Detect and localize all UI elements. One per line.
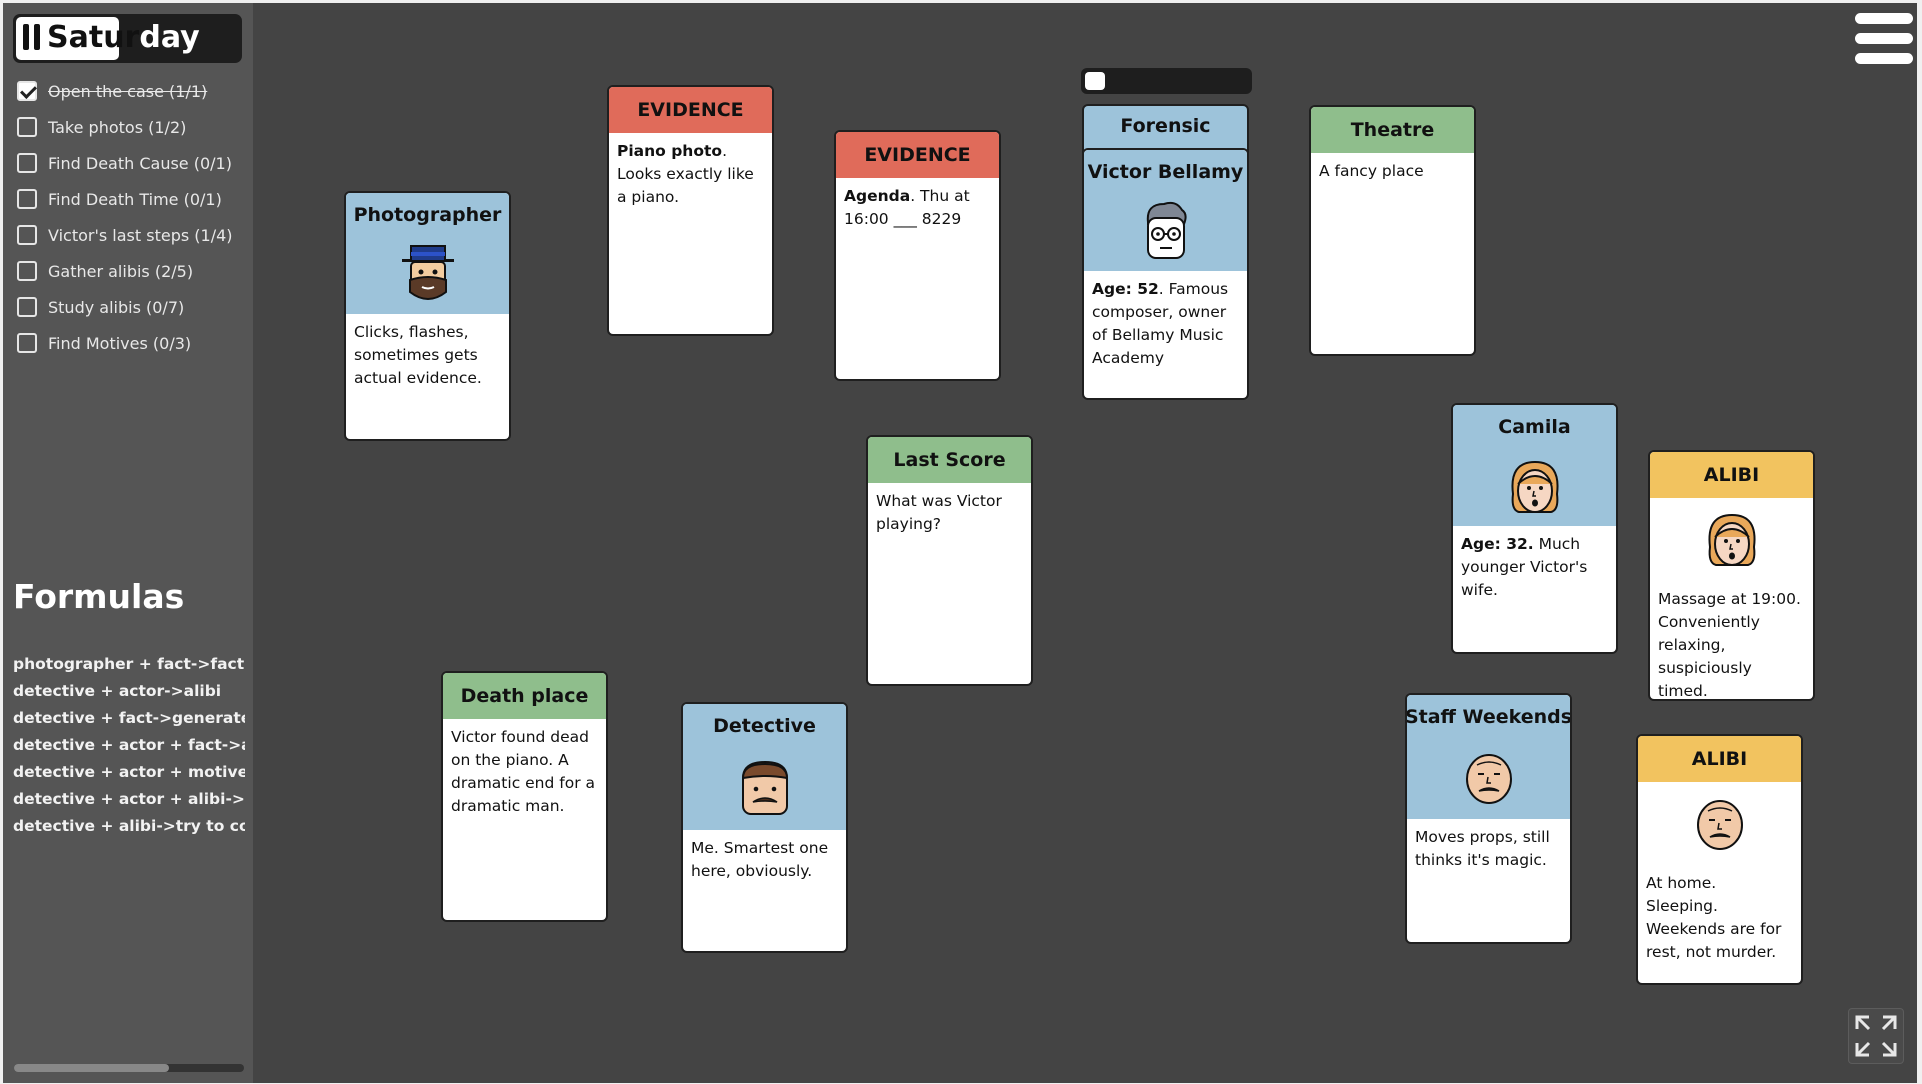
task-item[interactable]: Study alibis (0/7) [17, 289, 233, 325]
card-title: Staff Weekends [1407, 695, 1570, 739]
checkbox-icon[interactable] [17, 261, 37, 281]
card-detective[interactable]: Detective Me. Smartest one here, obvious… [681, 702, 848, 953]
checkbox-checked-icon[interactable] [17, 81, 37, 101]
victor-icon [1084, 194, 1247, 271]
task-item[interactable]: Find Death Cause (0/1) [17, 145, 233, 181]
checkbox-icon[interactable] [17, 333, 37, 353]
card-text: Piano photo. Looks exactly like a piano. [617, 142, 754, 206]
menu-icon[interactable] [1855, 13, 1915, 69]
day-progress-fill [16, 17, 119, 60]
task-label: Victor's last steps (1/4) [48, 225, 233, 245]
task-item[interactable]: Open the case (1/1) [17, 73, 233, 109]
formulas-title: Formulas [13, 577, 185, 616]
card-title: ALIBI [1650, 452, 1813, 498]
card-title: Last Score [868, 437, 1031, 483]
detective-icon [683, 748, 846, 830]
card-evidence-piano[interactable]: EVIDENCE Piano photo. Looks exactly like… [607, 85, 774, 336]
card-text: Agenda. Thu at 16:00 ___ 8229 [844, 187, 970, 228]
card-title: Death place [443, 673, 606, 719]
card-title: EVIDENCE [609, 87, 772, 133]
task-item[interactable]: Gather alibis (2/5) [17, 253, 233, 289]
card-death-place[interactable]: Death place Victor found dead on the pia… [441, 671, 608, 922]
scrollbar-thumb[interactable] [14, 1064, 169, 1072]
pause-icon[interactable] [23, 24, 41, 50]
card-title: Camila [1453, 405, 1616, 449]
card-photographer[interactable]: Photographer Clicks, flashes, sometimes … [344, 191, 511, 441]
card-text: Clicks, flashes, sometimes gets actual e… [354, 323, 482, 387]
card-title: Detective [683, 704, 846, 748]
card-text: Moves props, still thinks it's magic. [1415, 828, 1550, 869]
formula-item: detective + actor + motive->c [13, 763, 245, 781]
task-item[interactable]: Find Motives (0/3) [17, 325, 233, 361]
card-text: Massage at 19:00. Conveniently relaxing,… [1658, 590, 1801, 700]
formula-item: detective + actor + fact->ansv [13, 736, 245, 754]
staff-icon [1638, 782, 1801, 868]
checkbox-icon[interactable] [17, 225, 37, 245]
card-alibi-staff[interactable]: ALIBI At home. Sleeping. Weekends are fo… [1636, 734, 1803, 985]
day-label: Saturday [23, 19, 200, 57]
checkbox-icon[interactable] [17, 297, 37, 317]
timer-fill [1085, 72, 1105, 90]
card-text: At home. Sleeping. Weekends are for rest… [1646, 874, 1782, 961]
timer-bar [1081, 68, 1252, 94]
card-title: Photographer [346, 193, 509, 237]
game-board: Saturday Open the case (1/1) Take photos … [3, 3, 1917, 1083]
card-staff-weekends[interactable]: Staff Weekends Moves props, still thinks… [1405, 693, 1572, 944]
day-progress-bar[interactable]: Saturday [13, 14, 242, 63]
checkbox-icon[interactable] [17, 153, 37, 173]
day-name: Saturday [47, 20, 200, 55]
card-title: Victor Bellamy [1084, 150, 1247, 194]
card-alibi-camila[interactable]: ALIBI Massage at 19:00. Conveniently rel… [1648, 450, 1815, 701]
task-item[interactable]: Find Death Time (0/1) [17, 181, 233, 217]
card-evidence-agenda[interactable]: EVIDENCE Agenda. Thu at 16:00 ___ 8229 [834, 130, 1001, 381]
task-label: Study alibis (0/7) [48, 297, 185, 317]
task-label: Find Death Cause (0/1) [48, 153, 232, 173]
formula-item: detective + fact->generate qu [13, 709, 245, 727]
task-item[interactable]: Take photos (1/2) [17, 109, 233, 145]
fullscreen-icon[interactable] [1848, 1008, 1904, 1064]
card-last-score[interactable]: Last Score What was Victor playing? [866, 435, 1033, 686]
task-label: Find Death Time (0/1) [48, 189, 222, 209]
task-list: Open the case (1/1) Take photos (1/2) Find… [17, 73, 233, 361]
formula-item: detective + actor + alibi->try t [13, 790, 245, 808]
formula-item: detective + actor->alibi [13, 682, 222, 700]
sidebar-scrollbar[interactable] [14, 1064, 244, 1072]
task-label: Gather alibis (2/5) [48, 261, 194, 281]
card-camila[interactable]: Camila Age: 32. Much younger Victor's wi… [1451, 403, 1618, 654]
task-label: Find Motives (0/3) [48, 333, 192, 353]
card-victor-bellamy[interactable]: Victor Bellamy Age: 52. Famous composer,… [1082, 148, 1249, 400]
photographer-icon [346, 237, 509, 314]
task-label: Take photos (1/2) [48, 117, 187, 137]
card-text: Victor found dead on the piano. A dramat… [451, 728, 596, 815]
card-text: Me. Smartest one here, obviously. [691, 839, 829, 880]
card-theatre[interactable]: Theatre A fancy place [1309, 105, 1476, 356]
card-title: Theatre [1311, 107, 1474, 153]
sidebar: Saturday Open the case (1/1) Take photos … [3, 3, 253, 1083]
task-item[interactable]: Victor's last steps (1/4) [17, 217, 233, 253]
staff-icon [1407, 739, 1570, 819]
formula-item: detective + alibi->try to confi [13, 817, 245, 835]
camila-icon [1453, 449, 1616, 526]
task-label: Open the case (1/1) [48, 81, 208, 101]
card-text: A fancy place [1319, 162, 1424, 180]
card-text: What was Victor playing? [876, 492, 1002, 533]
card-text: Age: 32. Much younger Victor's wife. [1461, 535, 1588, 599]
card-title: ALIBI [1638, 736, 1801, 782]
card-title: EVIDENCE [836, 132, 999, 178]
checkbox-icon[interactable] [17, 189, 37, 209]
checkbox-icon[interactable] [17, 117, 37, 137]
formula-list: photographer + fact->fact ph detective + … [13, 651, 245, 840]
card-text: Age: 52. Famous composer, owner of Bella… [1092, 280, 1229, 367]
formula-item: photographer + fact->fact ph [13, 655, 245, 673]
camila-icon [1650, 498, 1813, 584]
